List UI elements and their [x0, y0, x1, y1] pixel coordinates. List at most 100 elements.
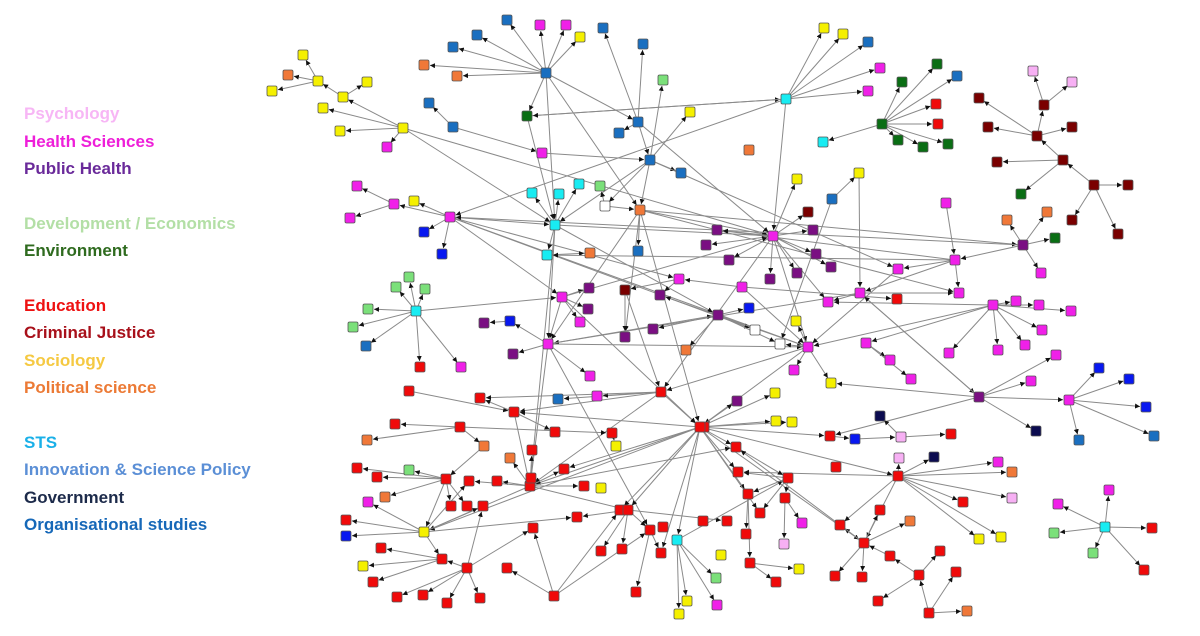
network-node [403, 385, 415, 397]
edge [429, 426, 701, 531]
network-node [447, 41, 459, 53]
edge [561, 236, 768, 298]
edge [621, 509, 629, 544]
edge [813, 304, 994, 348]
network-node [961, 605, 973, 617]
network-node [542, 338, 554, 350]
network-node [711, 224, 723, 236]
network-node [895, 431, 907, 443]
network-node [769, 387, 781, 399]
network-node [630, 586, 642, 598]
network-node [361, 434, 373, 446]
network-node [595, 545, 607, 557]
edge [372, 426, 461, 441]
legend-item-innovation: Innovation & Science Policy [24, 460, 251, 479]
network-node [740, 528, 752, 540]
legend-item-publichealth: Public Health [24, 159, 132, 178]
legend-item-education: Education [24, 295, 107, 315]
network-node [1030, 425, 1042, 437]
edge [485, 391, 662, 401]
edge [828, 123, 883, 142]
network-node [461, 500, 473, 512]
edge [561, 296, 696, 424]
edge [452, 126, 537, 153]
edge [1002, 159, 1064, 165]
network-node [950, 566, 962, 578]
edge [429, 63, 547, 74]
edge [704, 346, 809, 424]
network-node [953, 287, 965, 299]
network-node [574, 316, 586, 328]
edge [513, 411, 531, 481]
edge [400, 422, 461, 428]
edge [747, 493, 753, 558]
edge [514, 323, 549, 345]
edge [864, 296, 980, 398]
edge [661, 426, 701, 548]
legend-item-sociology: Sociology [24, 350, 106, 370]
network-node [858, 537, 870, 549]
network-node [837, 28, 849, 40]
edge [631, 426, 701, 506]
network-node [594, 180, 606, 192]
edge [553, 532, 646, 597]
network-node [973, 92, 985, 104]
network-node [749, 324, 761, 336]
network-node [541, 249, 553, 261]
network-node [362, 496, 374, 508]
network-node [616, 543, 628, 555]
edge [844, 475, 899, 522]
network-node [351, 180, 363, 192]
edge [983, 100, 1038, 137]
edge [370, 310, 417, 344]
edge [355, 203, 395, 218]
edge [277, 80, 319, 92]
network-node [1048, 527, 1060, 539]
network-node [711, 599, 723, 611]
edge [423, 485, 466, 533]
network-node [367, 576, 379, 588]
edge [550, 209, 641, 340]
network-node [872, 595, 884, 607]
edge [510, 24, 547, 74]
network-node [715, 549, 727, 561]
edge [649, 116, 687, 161]
network-node [644, 524, 656, 536]
network-node [1088, 179, 1100, 191]
network-node [932, 118, 944, 130]
edge [513, 411, 550, 430]
edge [881, 87, 900, 125]
network-node [732, 466, 744, 478]
edge [373, 306, 417, 312]
network-node [1148, 430, 1160, 442]
edge [741, 286, 804, 344]
network-node [992, 344, 1004, 356]
edge [684, 277, 743, 288]
edge [545, 72, 638, 206]
network-node [351, 462, 363, 474]
network-node [1050, 349, 1062, 361]
network-node [574, 31, 586, 43]
network-node [632, 116, 644, 128]
edge [1063, 506, 1106, 528]
edge [978, 396, 1032, 429]
legend-item-sts: STS [24, 432, 58, 452]
edge [992, 304, 1037, 328]
network-node [548, 590, 560, 602]
edge [835, 396, 980, 436]
network-node [736, 281, 748, 293]
network-node [782, 472, 794, 484]
edge [676, 539, 715, 601]
edge [604, 33, 639, 123]
edge [639, 159, 651, 205]
network-node [471, 29, 483, 41]
network-node [778, 538, 790, 550]
edge [624, 289, 660, 387]
edge [928, 576, 954, 614]
legend-item-criminal: Criminal Justice [24, 323, 156, 342]
edge [635, 529, 651, 587]
edge [660, 391, 696, 424]
edge [699, 426, 735, 468]
edge [529, 446, 731, 487]
edge [545, 30, 565, 74]
